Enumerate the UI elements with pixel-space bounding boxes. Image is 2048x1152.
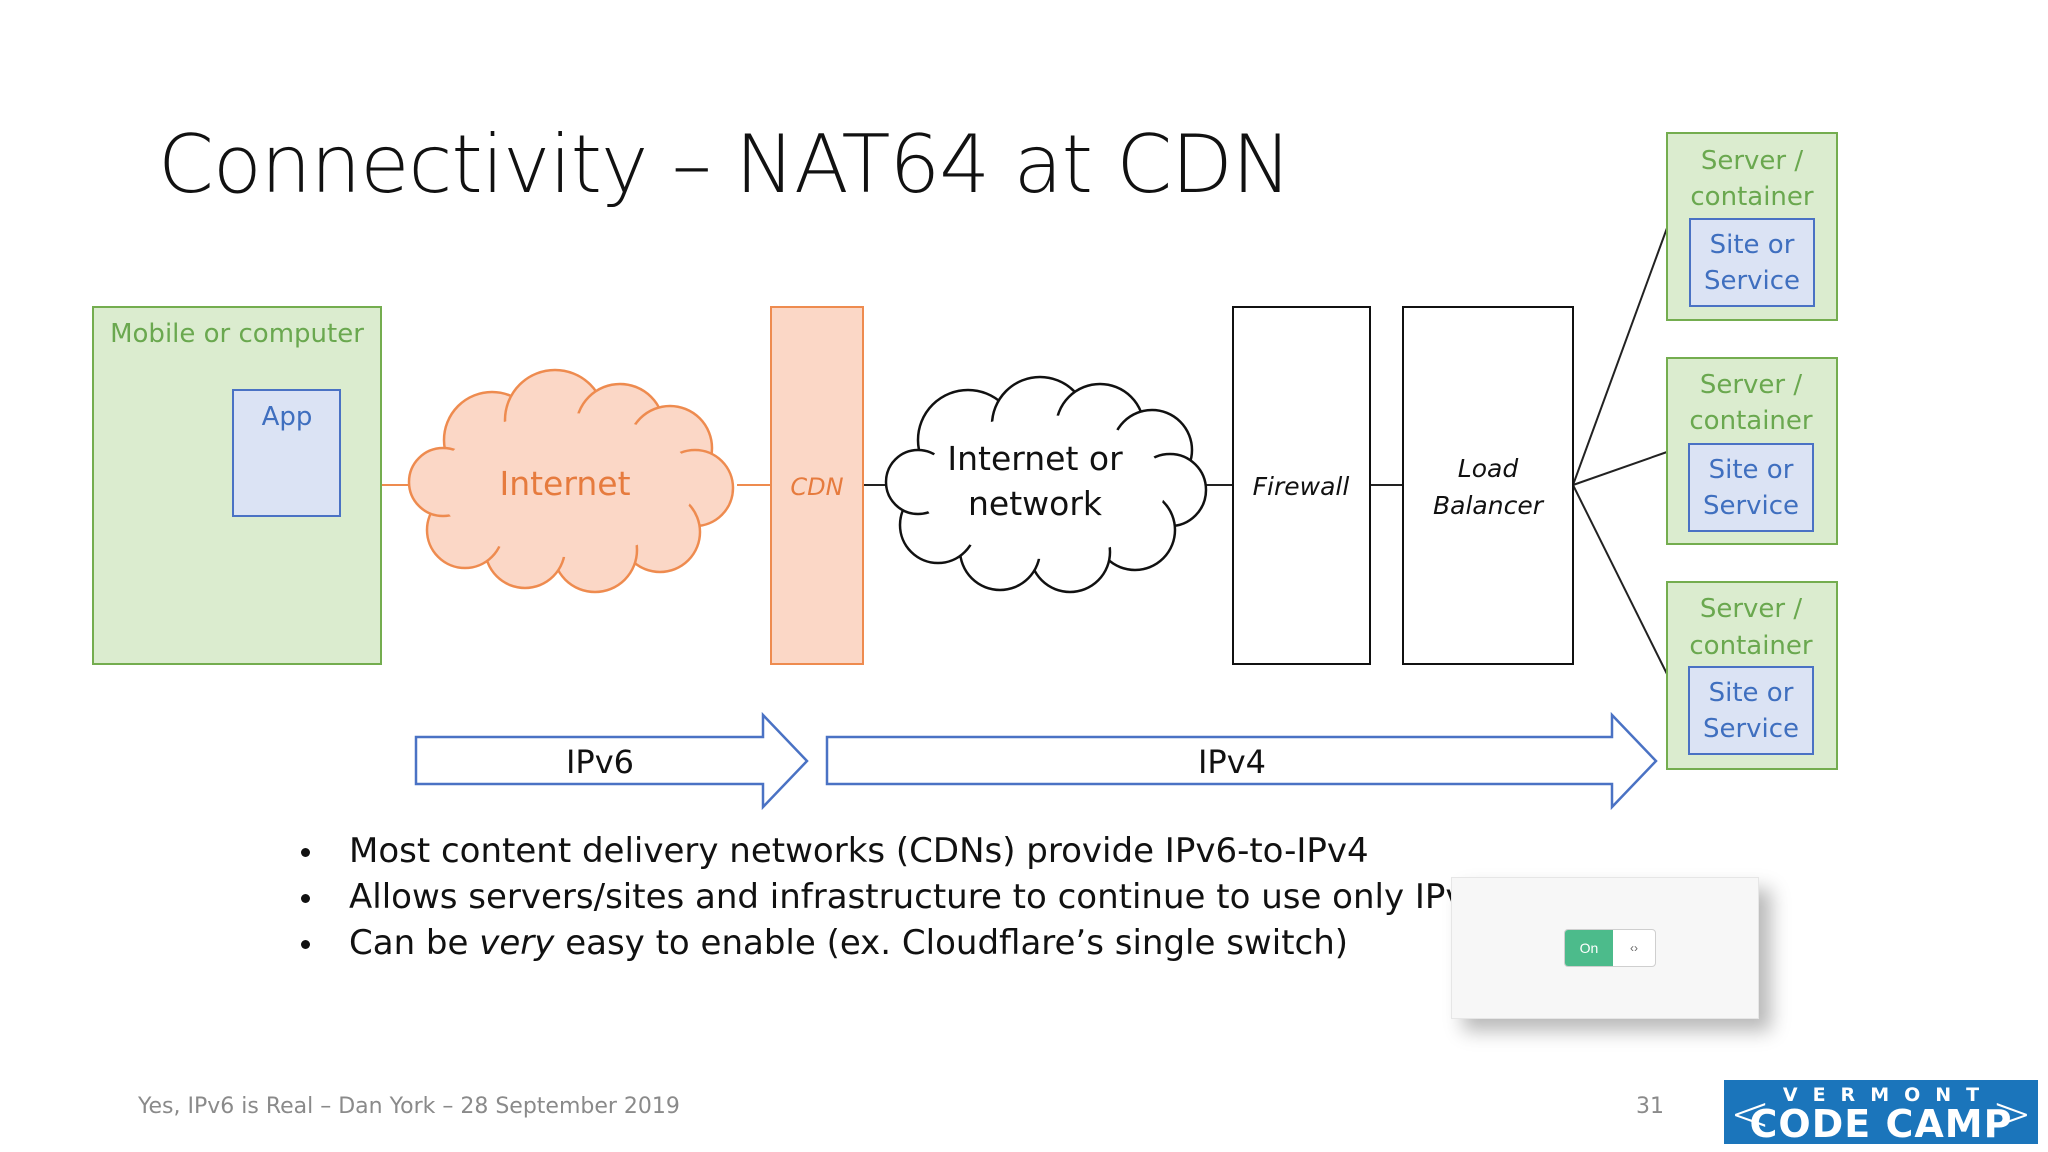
- cloudflare-toggle-screenshot: On ‹›: [1451, 877, 1759, 1019]
- bullet-item: Can be very easy to enable (ex. Cloudfla…: [295, 920, 1487, 966]
- site-label-line1: Site or: [1709, 455, 1794, 485]
- site-box: [1688, 666, 1814, 755]
- server-box-1: Server / container Site or Service: [1666, 132, 1838, 321]
- logo-left-chevron: <: [1730, 1086, 1771, 1142]
- server-box-2: Server / container Site or Service: [1666, 357, 1838, 545]
- ipv4-arrow-label: IPv4: [1198, 743, 1266, 781]
- ipv6-toggle-switch[interactable]: On ‹›: [1564, 929, 1656, 967]
- vermont-code-camp-logo: < VERMONT CODE CAMP >: [1724, 1080, 2038, 1146]
- toggle-on-label: On: [1565, 930, 1613, 966]
- bullet-item: Most content delivery networks (CDNs) pr…: [295, 828, 1487, 874]
- site-label-line2: Service: [1704, 266, 1800, 296]
- lb-server2-connector: [1572, 451, 1668, 486]
- firewall-box: [1232, 306, 1371, 665]
- site-box: [1688, 443, 1814, 532]
- server-label-line1: Server /: [1700, 594, 1803, 624]
- lb-label-line1: Load: [1458, 454, 1519, 483]
- toggle-knob-icon: ‹›: [1630, 941, 1638, 955]
- site-label-line2: Service: [1703, 491, 1799, 521]
- page-number: 31: [1636, 1094, 1664, 1119]
- network-label-line2: network: [968, 484, 1103, 523]
- logo-right-chevron: >: [1991, 1086, 2032, 1142]
- footer-text: Yes, IPv6 is Real – Dan York – 28 Septem…: [138, 1094, 680, 1119]
- bullet-item: Allows servers/sites and infrastructure …: [295, 874, 1487, 920]
- bullet-text: Most content delivery networks (CDNs) pr…: [349, 831, 1369, 871]
- firewall-label: Firewall: [1253, 472, 1350, 501]
- load-balancer-box: [1402, 306, 1574, 665]
- connector-lines: [338, 227, 1668, 675]
- logo-bottom-text: CODE CAMP: [1749, 1102, 2013, 1146]
- lb-label-line2: Balancer: [1433, 491, 1545, 520]
- site-label-line2: Service: [1703, 714, 1799, 744]
- server-label-line1: Server /: [1701, 146, 1804, 176]
- lb-server1-connector: [1572, 227, 1668, 486]
- bullet-text: Can be: [349, 923, 480, 963]
- server-label-line2: container: [1689, 406, 1813, 436]
- ipv4-arrow: [825, 711, 1658, 811]
- internet-cloud: [407, 368, 735, 594]
- server-label-line2: container: [1690, 182, 1814, 212]
- network-cloud: [884, 375, 1208, 594]
- internet-label: Internet: [499, 464, 630, 503]
- ipv6-arrow-label: IPv6: [566, 743, 634, 781]
- app-box: [232, 389, 341, 517]
- bullet-text: easy to enable (ex. Cloudflare’s single …: [554, 923, 1349, 963]
- site-label-line1: Site or: [1710, 230, 1795, 260]
- ipv6-arrow: [414, 711, 809, 811]
- bullet-text: Allows servers/sites and infrastructure …: [349, 877, 1488, 917]
- site-box: [1689, 218, 1815, 307]
- server-label-line1: Server /: [1700, 370, 1803, 400]
- server-label-line2: container: [1689, 631, 1813, 661]
- network-label-line1: Internet or: [947, 439, 1123, 478]
- site-label-line1: Site or: [1709, 678, 1794, 708]
- device-label: Mobile or computer: [110, 319, 364, 349]
- slide-title: Connectivity – NAT64 at CDN: [158, 118, 1292, 211]
- bullet-emphasis: very: [479, 923, 555, 963]
- app-label: App: [262, 402, 313, 432]
- server-box-3: Server / container Site or Service: [1666, 581, 1838, 770]
- lb-server3-connector: [1572, 484, 1668, 675]
- cdn-box: [770, 306, 864, 665]
- logo-top-text: VERMONT: [1782, 1084, 1995, 1106]
- bullet-list: Most content delivery networks (CDNs) pr…: [295, 828, 1487, 966]
- cdn-label: CDN: [790, 473, 843, 501]
